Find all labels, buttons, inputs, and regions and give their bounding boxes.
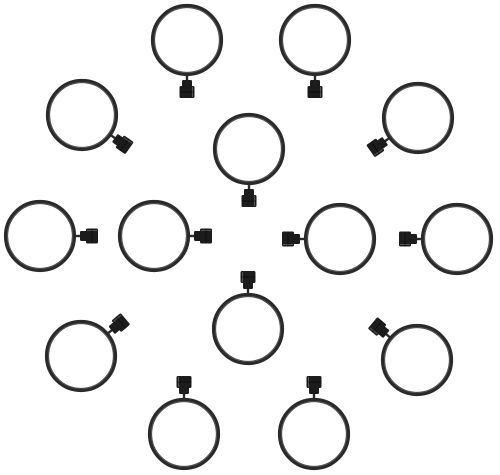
clip-hinge [293,234,300,244]
clip-hinge [112,134,123,146]
clip [240,271,256,296]
ring [380,323,454,397]
ring-clip-3 [45,78,134,154]
clip [241,182,257,207]
ring-clip-group [3,3,494,471]
ring-clip-11 [44,313,130,393]
ring-clip-1 [150,3,224,98]
ring-highlight [384,85,451,151]
ring-highlight [215,116,282,182]
clip [176,376,192,401]
ring [381,81,455,155]
ring-highlight [7,202,73,269]
ring-clip-10 [211,271,285,366]
ring [45,78,119,152]
ring-clip-12 [368,317,454,397]
clip-hinge [244,189,254,196]
ring-clip-13 [147,376,221,471]
ring-clip-9 [399,202,494,276]
ring-highlight [383,326,450,393]
ring-clip-2 [278,3,352,98]
clip-hinge [309,387,319,394]
clip [307,73,323,98]
clip [108,132,134,154]
ring-highlight [423,205,490,272]
clip [179,73,195,98]
clip-hinge [377,137,388,149]
clip-seam [372,320,383,333]
ring-clip-4 [366,81,455,157]
ring-highlight [280,400,347,467]
clip-hinge [194,231,201,241]
clip-seam [370,141,381,155]
ring-highlight [150,400,217,467]
clip-hinge [108,322,120,334]
clip-hinge [80,231,87,241]
clip [368,317,393,340]
ring-highlight [49,82,115,148]
ring-highlight [153,7,220,73]
clip-seam [119,138,130,152]
clip-hinge [179,387,189,394]
clip-hinge [378,326,390,338]
clip-hinge [182,80,192,87]
clip-hinge [243,282,253,289]
ring-clip-6 [3,199,98,273]
ring-highlight [281,7,348,73]
clip [399,231,424,247]
clip-hinge [410,234,417,244]
ring-highlight [121,202,187,269]
clip-seam [115,316,126,329]
clip-hinge [310,80,320,87]
ring [44,319,118,393]
ring-clip-7 [117,199,212,273]
ring-highlight [214,295,281,362]
ring-clip-5 [212,112,286,207]
clip [105,313,130,336]
ring-highlight [48,322,114,389]
clip [282,231,307,247]
clip [187,228,212,244]
clip [73,228,98,244]
clip [366,135,392,157]
ring-clip-8 [282,202,377,276]
clip [306,376,322,401]
ring-highlight [306,205,373,272]
ring-clip-14 [277,376,351,471]
